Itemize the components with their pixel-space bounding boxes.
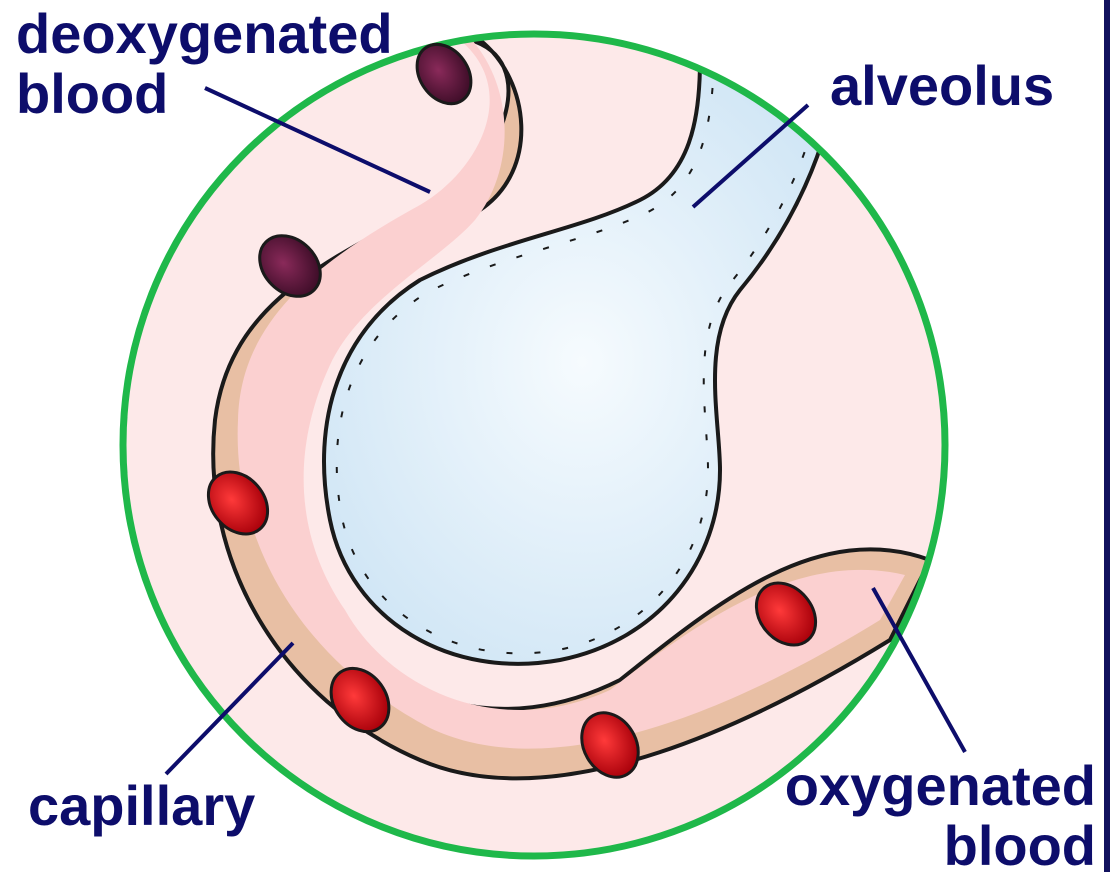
oxygenated-blood-label: oxygenated blood: [785, 756, 1096, 876]
capillary-label: capillary: [28, 776, 255, 836]
deoxygenated-blood-label: deoxygenated blood: [16, 4, 393, 124]
oxygenated-leader-line: [873, 588, 965, 752]
frame-right-border: [1104, 0, 1110, 872]
alveolus-label: alveolus: [830, 56, 1054, 116]
